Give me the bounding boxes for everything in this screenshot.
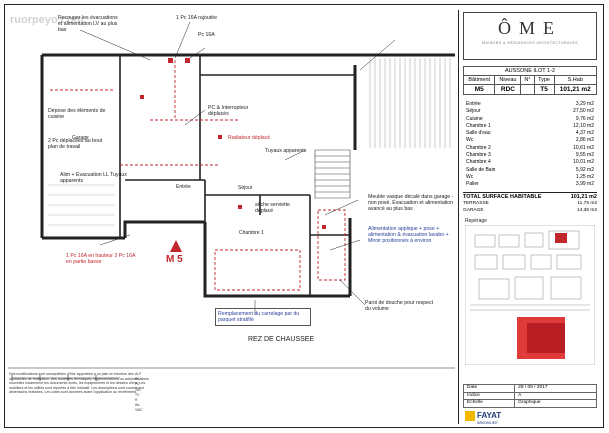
annotation-interrupteur: PC & Interrupteur déplacés: [208, 105, 249, 117]
value-niveau: RDC: [494, 84, 522, 95]
annotation-alim-evac: Alim + Évacuation LL Tuyaux apparents: [60, 172, 127, 184]
watermark: ruorpeyo.com: [10, 14, 84, 26]
lot-label: M 5: [166, 254, 183, 265]
annotation-seche-serviette: sèche serviette déplacé: [255, 202, 290, 214]
annotation-tuyaux: Tuyaux apparents: [265, 148, 307, 154]
annotation-depose-cuisine: Dépose des éléments de cuisine: [48, 108, 106, 120]
room-label-sejour: Séjour: [238, 185, 253, 191]
abbreviation-legend: ALP PC PC TEL TV R Wc VMC: [135, 372, 143, 413]
annotation-radiateur: Radiateur déplacé: [228, 135, 271, 141]
annotation-carrelage: Remplacement du carrelage par du parquet…: [215, 308, 311, 326]
project-info-table: AUSSONE ILOT 1-2 Bâtiment Niveau N° Type…: [462, 66, 597, 95]
logo-subtitle: MAISONS & RÉSIDENCES ARCHITECTURALES: [482, 41, 578, 45]
header-shab: S.Hab: [553, 75, 597, 85]
annotation-pc-deplacees: 2 Pc déplacées au bout plan de travail: [48, 138, 103, 150]
fayat-logo: FAYAT: [477, 411, 502, 420]
room-label-garage: Garage: [72, 135, 89, 141]
annotation-paroi-douche: Paroi de douche pour respect du volume: [365, 300, 434, 312]
title-block: ÔME MAISONS & RÉSIDENCES ARCHITECTURALES…: [458, 10, 601, 425]
annotation-pc-rajoutee: 1 Pc 16A rajoutée: [176, 15, 217, 21]
header-batiment: Bâtiment: [462, 75, 496, 85]
value-shab: 101,21 m2: [553, 84, 597, 95]
logo-box: ÔME MAISONS & RÉSIDENCES ARCHITECTURALES: [463, 12, 597, 60]
annotation-evacuations: Recouper les évacuations et alimentation…: [58, 15, 118, 33]
plan-title: REZ DE CHAUSSEE: [248, 336, 315, 343]
legal-notes: Des modifications sont susceptibles d'êt…: [9, 372, 149, 395]
annotation-meuble-vasque: Meuble vasque décalé dans garage - non p…: [368, 194, 454, 212]
drawing-frame: [4, 4, 604, 428]
annotation-pc16a: Pc 16A: [198, 32, 215, 38]
room-label-chambre: Chambre 1: [239, 230, 264, 236]
reperage-label: Repérage: [465, 218, 487, 224]
fayat-subtitle: IMMOBILIER: [477, 421, 498, 425]
value-type: T5: [533, 84, 555, 95]
header-niveau: Niveau: [494, 75, 522, 85]
site-plan-thumbnail: [465, 225, 595, 365]
value-batiment: M5: [462, 84, 496, 95]
header-numero: N°: [520, 75, 535, 85]
annotation-alimentation-applique: Alimentation applique + pose + alimentat…: [368, 226, 449, 244]
fayat-logo-icon: [465, 411, 475, 421]
annotation-pc-hauteur: 1 Pc 16A en hauteur 2 Pc 16A en partie b…: [66, 253, 136, 265]
room-label-entree: Entrée: [176, 184, 191, 190]
project-name: AUSSONE ILOT 1-2: [463, 66, 597, 76]
header-type: Type: [533, 75, 555, 85]
value-numero: [520, 84, 535, 95]
logo: ÔME: [498, 18, 562, 38]
